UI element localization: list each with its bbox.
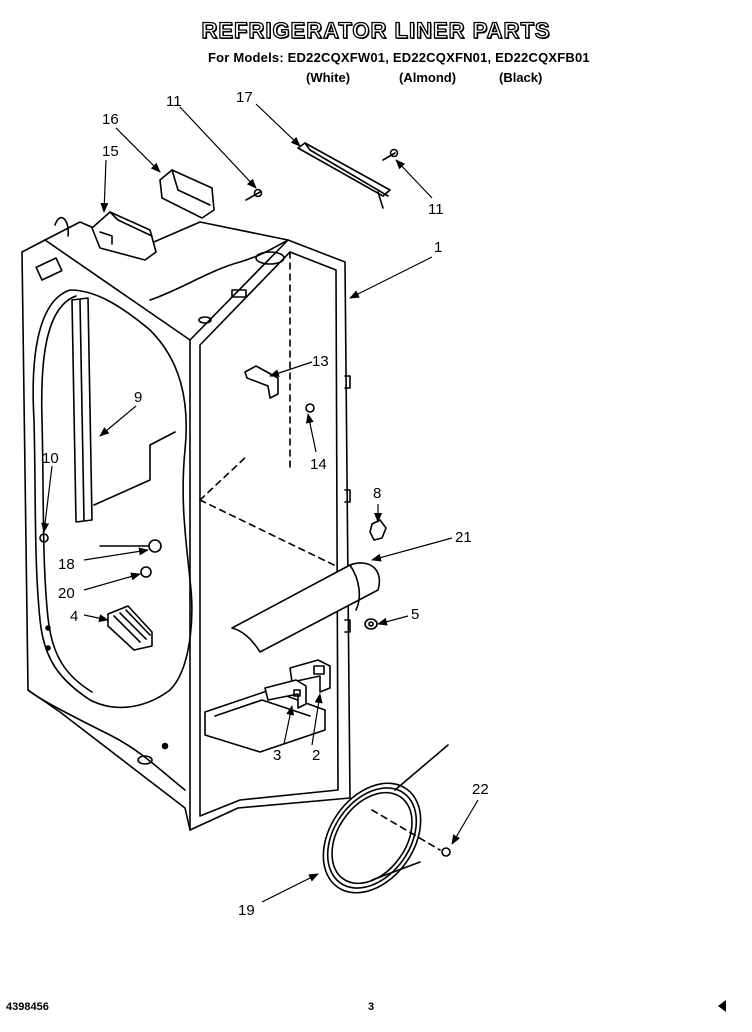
callout-13: 13 (312, 353, 329, 370)
part-16-bracket (159, 169, 215, 219)
callout-15: 15 (102, 143, 119, 160)
leader-5 (377, 615, 409, 626)
callout-21: 21 (455, 529, 472, 546)
refrigerator-liner (21, 216, 351, 831)
leader-17 (255, 103, 301, 147)
callout-17: 17 (236, 89, 253, 106)
callout-5: 5 (411, 606, 419, 623)
document-number: 4398456 (6, 1001, 49, 1013)
part-14-screw (305, 403, 315, 413)
leader-20 (83, 572, 141, 591)
variant-black: (Black) (499, 70, 543, 85)
part-10-screw (39, 533, 49, 543)
callout-2: 2 (312, 747, 320, 764)
callout-19: 19 (238, 902, 255, 919)
variant-white: (White) (306, 70, 351, 85)
part-17-bracket (297, 142, 391, 209)
leader-10 (41, 465, 53, 533)
part-15-control-housing (91, 211, 157, 261)
part-22-screw (371, 809, 451, 857)
callout-10: 10 (42, 450, 59, 467)
callout-1: 1 (434, 239, 442, 256)
diagram-title: REFRIGERATOR LINER PARTS (201, 17, 551, 43)
leader-15 (100, 159, 109, 213)
callout-3: 3 (273, 747, 281, 764)
callout-20: 20 (58, 585, 75, 602)
leader-4 (83, 614, 109, 623)
leader-13 (269, 361, 313, 377)
callout-8: 8 (373, 485, 381, 502)
leader-11-right (395, 159, 433, 199)
leader-18 (83, 547, 149, 561)
callout-16: 16 (102, 111, 119, 128)
part-4-grille (107, 605, 153, 651)
leader-2 (311, 693, 323, 746)
callout-4: 4 (70, 608, 78, 625)
part-8-clip (369, 519, 387, 541)
leader-14 (305, 413, 317, 453)
page-number: 3 (368, 1001, 375, 1013)
leader-3 (283, 705, 295, 745)
callout-14: 14 (310, 456, 327, 473)
part-3-bracket (264, 679, 307, 709)
part-11-screw-top-left (245, 188, 263, 201)
part-18-clip (99, 539, 162, 553)
part-21-cover (231, 562, 381, 653)
part-11-screw-top-right (382, 148, 399, 161)
callout-22: 22 (472, 781, 489, 798)
callout-11-top: 11 (166, 93, 182, 110)
leader-1 (349, 256, 433, 299)
leader-16 (115, 127, 161, 173)
callout-9: 9 (134, 389, 142, 406)
part-5-nut (364, 618, 378, 630)
callout-18: 18 (58, 556, 75, 573)
leader-22 (451, 799, 479, 845)
corner-mark (718, 1000, 726, 1012)
part-20-bulb (140, 566, 152, 578)
variant-almond: (Almond) (399, 70, 457, 85)
leader-21 (371, 537, 453, 562)
models-line: For Models: ED22CQXFW01, ED22CQXFN01, ED… (208, 50, 590, 65)
part-19-tubing-coil (322, 744, 449, 894)
leader-9 (99, 405, 137, 437)
part-9-tube (93, 431, 176, 506)
leader-19 (261, 873, 319, 903)
leader-11-top (179, 106, 257, 189)
callout-11-right: 11 (428, 201, 444, 218)
